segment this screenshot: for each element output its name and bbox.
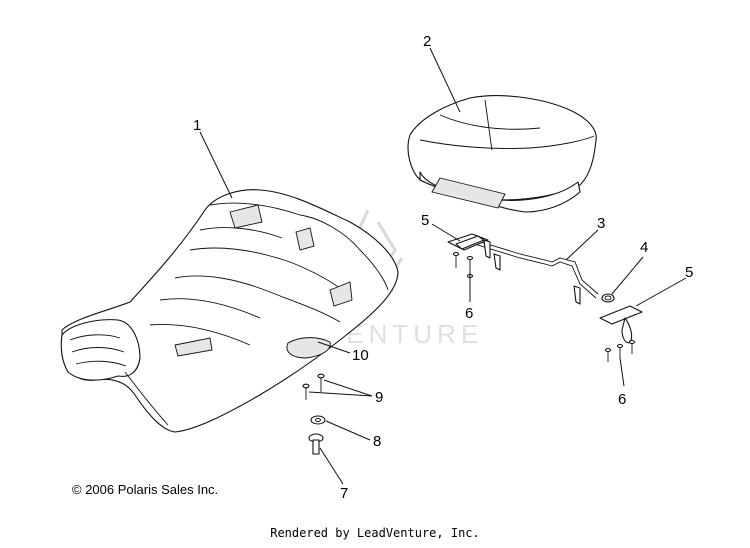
screws-left (452, 251, 474, 290)
callout-8: 8 (373, 433, 381, 450)
callout-5-left: 5 (421, 212, 429, 229)
washer (310, 415, 326, 425)
callout-9: 9 (375, 389, 383, 406)
callout-1: 1 (193, 117, 201, 134)
callout-6-left: 6 (465, 305, 473, 322)
main-seat (60, 189, 399, 433)
bracket-left (455, 235, 485, 250)
rendered-by-credit: Rendered by LeadVenture, Inc. (270, 526, 480, 540)
pins (302, 373, 325, 400)
callout-3: 3 (597, 215, 605, 232)
bolt (308, 433, 324, 455)
screws-right (604, 339, 636, 362)
leader-lines (199, 47, 687, 485)
grommet (601, 293, 615, 303)
callout-5-right: 5 (685, 264, 693, 281)
callout-6-right: 6 (618, 391, 626, 408)
bracket-right (599, 305, 643, 344)
callout-4: 4 (640, 239, 648, 256)
callout-2: 2 (423, 33, 431, 50)
callout-10: 10 (352, 347, 369, 364)
copyright-notice: © 2006 Polaris Sales Inc. (72, 482, 219, 497)
callout-7: 7 (340, 485, 348, 502)
backrest (407, 95, 597, 213)
